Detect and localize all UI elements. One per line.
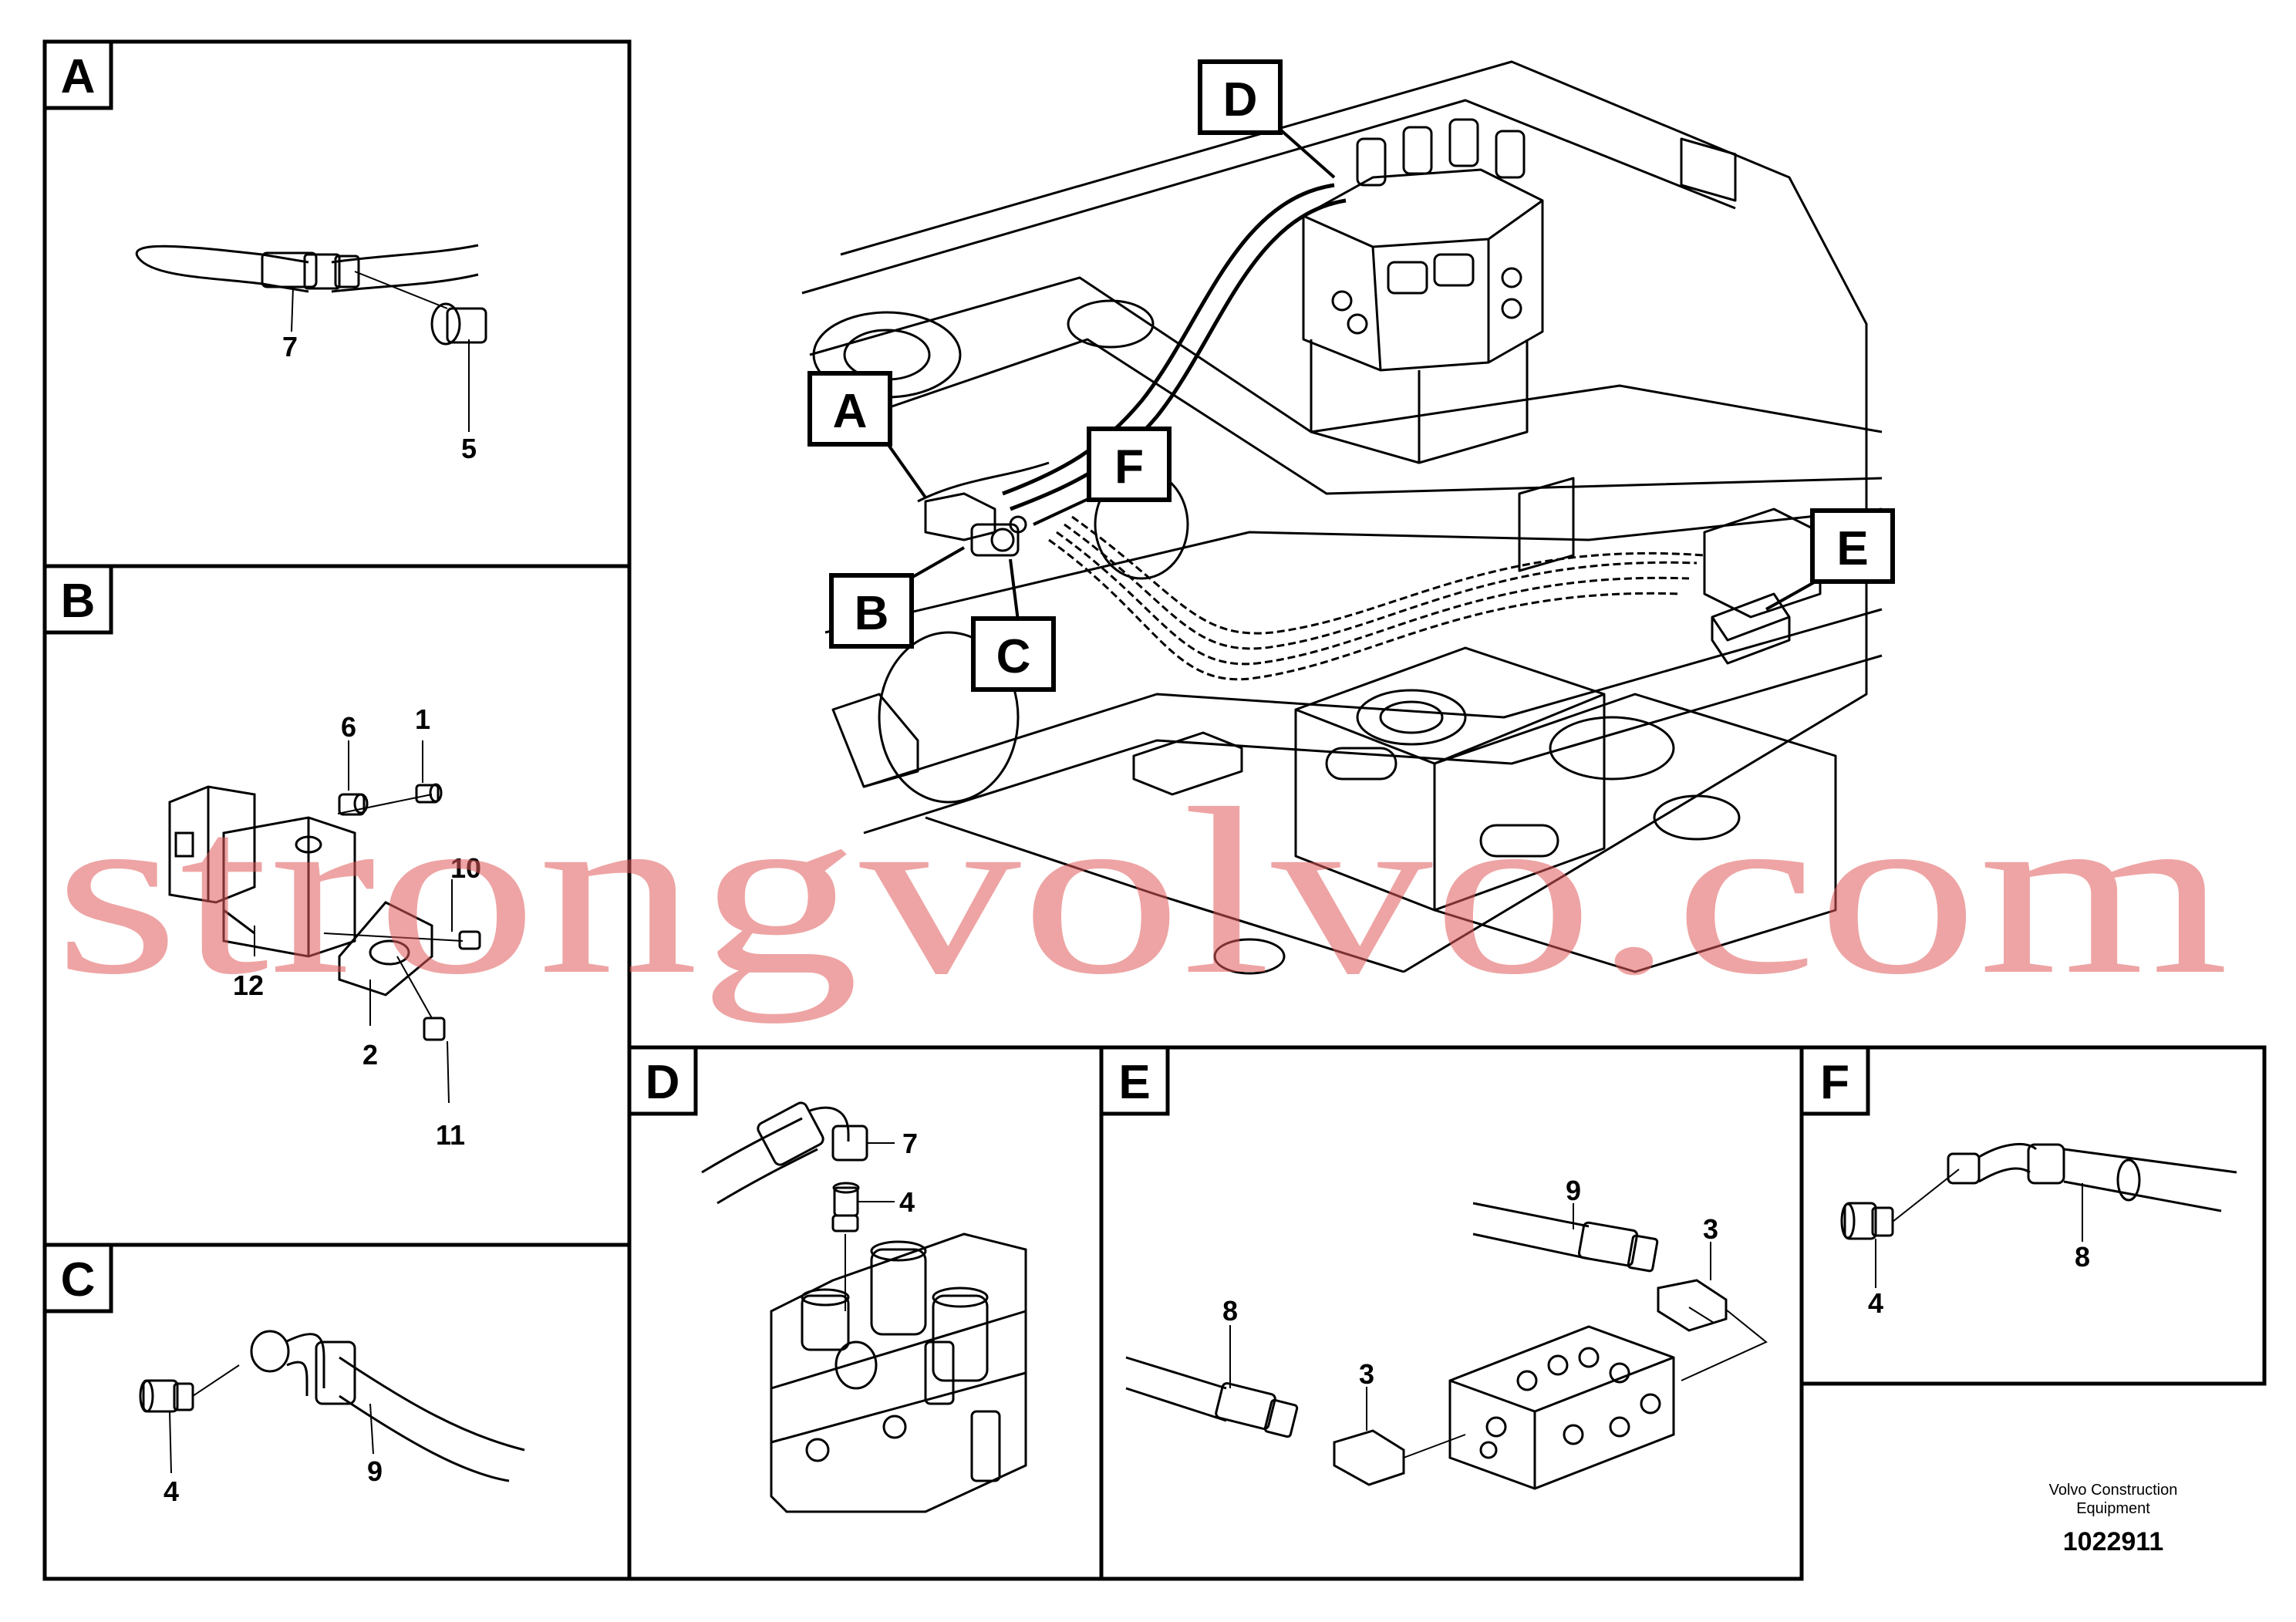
- panel-b-part-2: 2: [362, 1039, 378, 1071]
- panel-e-part-3-upper: 3: [1703, 1213, 1718, 1245]
- panel-b-part-6: 6: [341, 711, 356, 743]
- callout-b: B: [855, 587, 889, 640]
- credit-line-1: Volvo Construction: [2049, 1482, 2178, 1499]
- panel-frames: [42, 39, 2267, 1581]
- panel-b-detail: [168, 740, 481, 1104]
- panel-e-part-3-lower: 3: [1359, 1358, 1374, 1390]
- callout-f: F: [1114, 440, 1144, 494]
- panel-d-detail: [701, 1101, 1027, 1513]
- panel-f-part-4: 4: [1868, 1287, 1883, 1319]
- callout-e: E: [1836, 522, 1868, 575]
- panel-d-part-7: 7: [902, 1128, 918, 1159]
- panel-f-letter: F: [1820, 1056, 1849, 1109]
- panel-b-part-12: 12: [233, 969, 264, 1001]
- panel-e-part-9: 9: [1566, 1175, 1581, 1206]
- panel-letter-tabs: A B C D E F: [42, 39, 1870, 1313]
- panel-c-part-9: 9: [367, 1455, 383, 1487]
- main-assembly-view: [801, 60, 1883, 975]
- panel-e-frame: [1099, 1045, 1804, 1581]
- panel-e-part-8: 8: [1222, 1295, 1238, 1327]
- panel-b-part-1: 1: [415, 703, 430, 735]
- credit-line-2: Equipment: [2076, 1500, 2150, 1517]
- main-view-callouts: D A F B C E: [807, 59, 1895, 692]
- panel-c-letter: C: [61, 1253, 96, 1307]
- panel-a-part-5: 5: [461, 433, 477, 464]
- panel-a-detail: [135, 244, 487, 432]
- panel-d-part-4: 4: [899, 1186, 915, 1218]
- callout-c: C: [996, 630, 1031, 683]
- callout-a: A: [833, 385, 868, 438]
- panel-e-detail: [1125, 1202, 1768, 1490]
- panel-e-letter: E: [1118, 1056, 1150, 1109]
- panel-a-part-7: 7: [282, 331, 298, 363]
- panel-b-part-10: 10: [450, 852, 481, 884]
- watermark: strongvolvo.com: [54, 760, 2229, 1024]
- panel-f-part-8: 8: [2075, 1241, 2090, 1273]
- panel-c-detail: [139, 1330, 525, 1482]
- panel-c-frame: [42, 1243, 632, 1581]
- panel-c-part-4: 4: [164, 1475, 179, 1507]
- panel-d-letter: D: [646, 1056, 680, 1109]
- panel-a-letter: A: [61, 50, 96, 103]
- panel-a-frame: [42, 39, 632, 568]
- panel-b-letter: B: [61, 575, 96, 628]
- panel-b-part-11: 11: [436, 1119, 465, 1151]
- document-number: 1022911: [2063, 1527, 2164, 1556]
- panel-f-frame: [1799, 1045, 2267, 1386]
- panel-f-detail: [1840, 1142, 2237, 1288]
- callout-d: D: [1223, 73, 1258, 126]
